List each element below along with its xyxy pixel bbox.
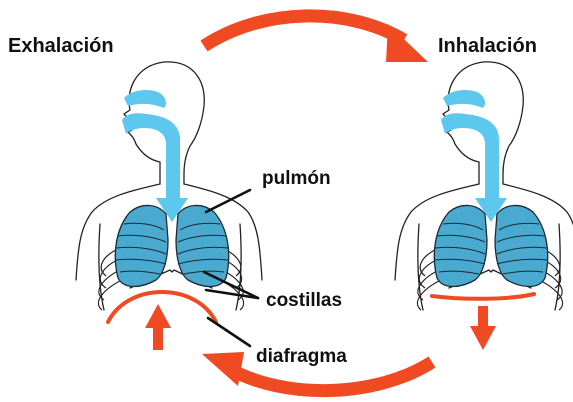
lung-leader-line xyxy=(206,190,250,212)
ribs-label: costillas xyxy=(266,290,342,311)
inhale-diaphragm-curve xyxy=(432,294,534,299)
diaphragm-label: diafragma xyxy=(256,346,347,367)
lung-label: pulmón xyxy=(262,168,331,189)
inhale-title: Inhalación xyxy=(438,35,537,57)
arrow-up-icon xyxy=(145,304,171,350)
curved-arrow-right-icon xyxy=(204,16,428,62)
inhale-figure xyxy=(395,62,573,310)
arrow-down-icon xyxy=(470,306,496,350)
diaphragm-leader-line xyxy=(208,318,250,346)
exhale-title: Exhalación xyxy=(8,35,114,57)
exhale-figure xyxy=(76,62,262,310)
